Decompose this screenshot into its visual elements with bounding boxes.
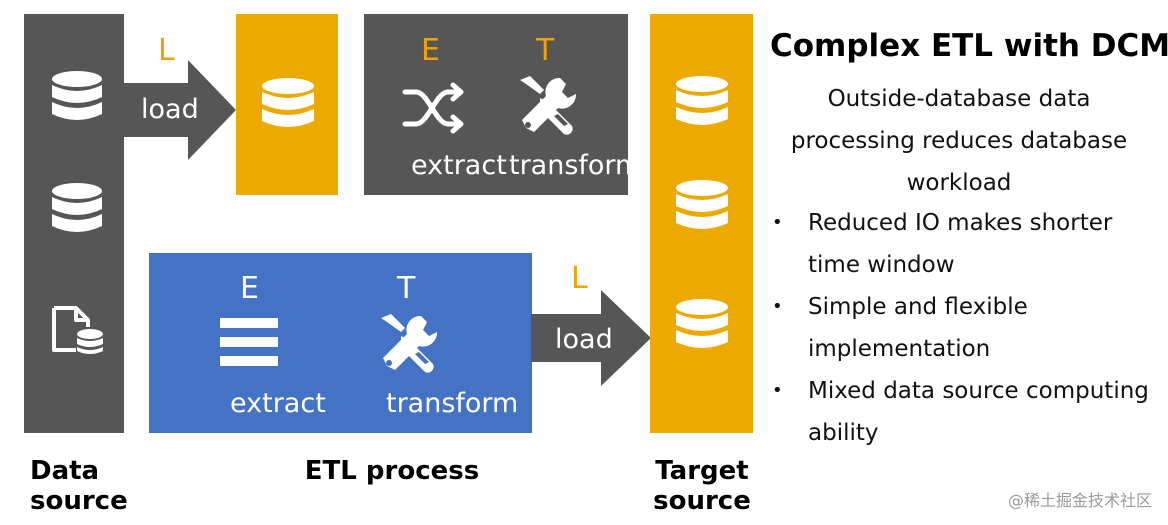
- list-item: Mixed data source computing ability: [772, 370, 1162, 454]
- database-icon: [676, 76, 728, 125]
- top-load-letter: L: [158, 33, 175, 68]
- top-transform-label: transform: [509, 150, 642, 181]
- file-database-icon: [52, 306, 103, 354]
- database-icon: [52, 71, 102, 120]
- top-extract-letter: E: [421, 33, 440, 68]
- database-icon: [262, 78, 314, 127]
- panel-subtitle: Outside-database data processing reduces…: [790, 86, 1128, 196]
- watermark: @稀土掘金技术社区: [1007, 491, 1152, 510]
- target-source-label: Target source: [653, 456, 751, 516]
- top-extract-label: extract: [411, 150, 507, 181]
- tools-icon: [381, 314, 438, 373]
- database-icon: [676, 299, 728, 348]
- shuffle-icon: [402, 82, 464, 134]
- benefit-list: Reduced IO makes shorter time window Sim…: [772, 202, 1162, 454]
- database-icon: [676, 180, 728, 229]
- bottom-load-letter: L: [571, 261, 588, 296]
- bottom-load-arrow: [531, 290, 651, 386]
- etl-process-label: ETL process: [304, 456, 480, 486]
- list-item: Reduced IO makes shorter time window: [772, 202, 1162, 286]
- list-icon: [220, 318, 278, 366]
- top-transform-letter: T: [536, 33, 555, 68]
- tools-icon: [520, 76, 577, 135]
- top-etl-box: [364, 14, 628, 195]
- bottom-etl-box: [149, 253, 532, 433]
- bottom-extract-label: extract: [230, 388, 326, 419]
- bottom-extract-letter: E: [240, 271, 259, 306]
- bottom-transform-letter: T: [397, 271, 416, 306]
- top-load-arrow: [122, 60, 236, 160]
- top-load-label: load: [141, 94, 199, 125]
- panel-title: Complex ETL with DCM: [770, 28, 1168, 64]
- bottom-load-label: load: [555, 324, 613, 355]
- list-item: Simple and flexible implementation: [772, 286, 1162, 370]
- bottom-transform-label: transform: [386, 388, 519, 419]
- data-source-label: Data source: [30, 456, 128, 516]
- database-icon: [52, 183, 102, 232]
